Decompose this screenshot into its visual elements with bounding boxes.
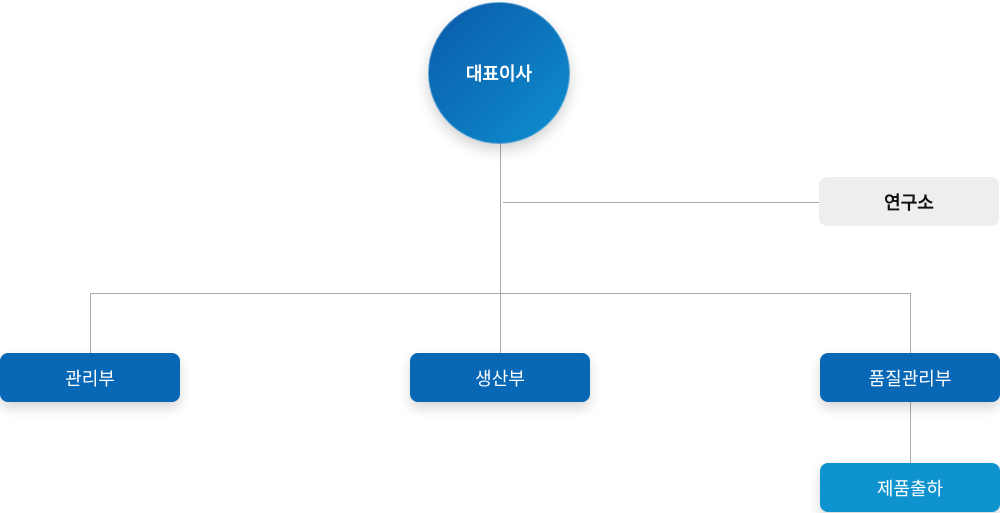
admin-label: 관리부 [65, 368, 115, 390]
production-node: 생산부 [410, 353, 590, 402]
shipping-label: 제품출하 [876, 478, 944, 500]
ceo-node: 대표이사 [428, 2, 570, 144]
research-node: 연구소 [819, 177, 999, 226]
shipping-node: 제품출하 [820, 463, 1000, 512]
connector-quality-vertical [910, 293, 911, 353]
ceo-label: 대표이사 [465, 64, 533, 85]
quality-label: 품질관리부 [868, 368, 952, 390]
quality-node: 품질관리부 [820, 353, 1000, 402]
research-label: 연구소 [884, 192, 934, 214]
connector-research-horizontal [503, 202, 820, 203]
connector-departments-horizontal [90, 293, 911, 294]
production-label: 생산부 [475, 368, 525, 390]
admin-node: 관리부 [0, 353, 180, 402]
connector-shipping-vertical [910, 402, 911, 463]
connector-admin-vertical [90, 293, 91, 353]
connector-ceo-vertical [500, 142, 501, 353]
